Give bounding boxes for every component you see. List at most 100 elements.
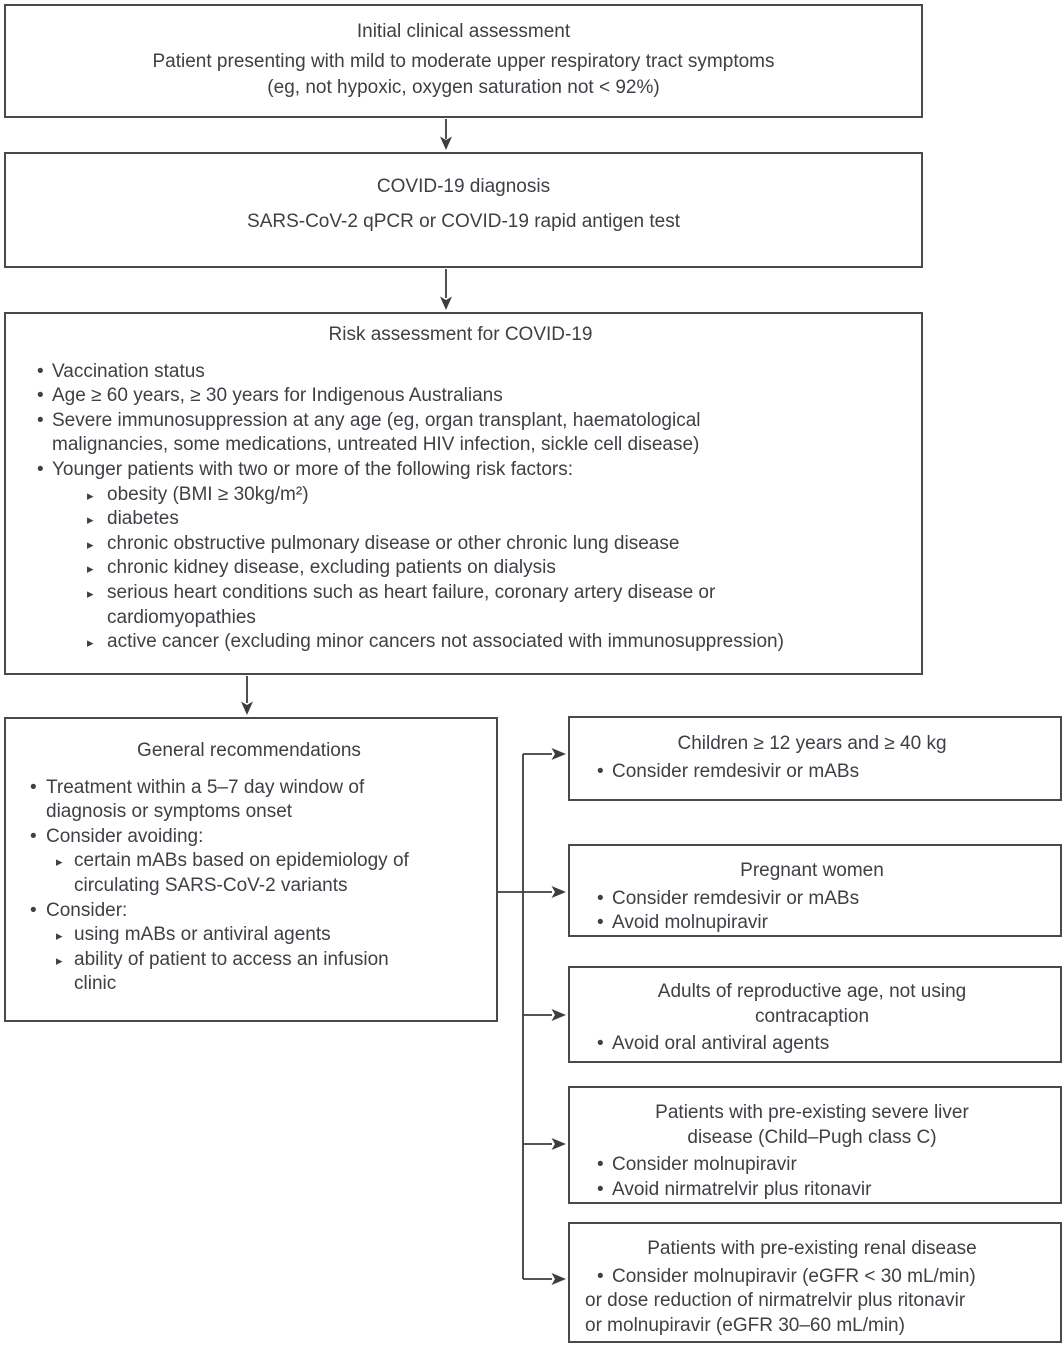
bullet-icon: • (597, 1154, 604, 1175)
general-recommendation-line: • Treatment within a 5–7 day window of (6, 776, 492, 801)
line-text: Vaccination status (52, 360, 205, 382)
line-text: Younger patients with two or more of the… (52, 458, 573, 480)
initial-assessment-line: (eg, not hypoxic, oxygen saturation not … (267, 77, 660, 98)
line-text: Consider remdesivir or mABs (612, 887, 860, 909)
line-text: Treatment within a 5–7 day window of (46, 776, 365, 798)
bullet-icon: • (37, 409, 44, 431)
triangle-bullet-icon: ▸ (56, 928, 63, 944)
risk-assessment-line: Risk assessment for COVID-19 (328, 324, 593, 345)
general-recommendation-line: • Consider avoiding: (6, 825, 492, 850)
pregnant-women-line: Pregnant women (740, 860, 884, 881)
line-text: Consider molnupiravir (612, 1154, 797, 1175)
covid-diagnosis-line: SARS-CoV-2 qPCR or COVID-19 rapid antige… (247, 211, 680, 232)
general-recommendation-line: ▸ using mABs or antiviral agents (6, 923, 492, 948)
bullet-icon: • (597, 912, 604, 933)
line-text: Consider: (46, 899, 128, 921)
liver-disease-box: Patients with pre-existing severe liver d… (568, 1086, 1062, 1204)
line-text: obesity (BMI ≥ 30kg/m²) (107, 483, 309, 505)
renal-disease-line: or molnupiravir (eGFR 30–60 mL/min) (585, 1314, 905, 1336)
reproductive-adults-line: Adults of reproductive age, not using (657, 981, 967, 1002)
general-recommendation-line: diagnosis or symptoms onset (46, 801, 293, 823)
bullet-icon: • (30, 776, 37, 798)
risk-assessment-line: cardiomyopathies (107, 606, 256, 628)
line-text: Consider remdesivir or mABs (612, 760, 860, 782)
triangle-bullet-icon: ▸ (87, 487, 94, 503)
reproductive-adults-box: Adults of reproductive age, not using con… (568, 966, 1062, 1063)
arrow-down-icon (241, 701, 253, 715)
risk-assessment-line: •Younger patients with two or more of th… (6, 458, 915, 483)
line-text: Consider molnupiravir (eGFR < 30 mL/min) (612, 1265, 976, 1287)
general-recommendations-box: General recommendations • Treatment within… (4, 717, 498, 1022)
bullet-icon: • (597, 1033, 604, 1054)
reproductive-adults-line: • Avoid oral antiviral agents (570, 1032, 1054, 1057)
line-text: active cancer (excluding minor cancers n… (107, 631, 784, 653)
triangle-bullet-icon: ▸ (87, 561, 94, 577)
risk-assessment-line: ▸ active cancer (excluding minor cancers … (6, 630, 915, 655)
general-recommendation-line: General recommendations (137, 740, 361, 761)
triangle-bullet-icon: ▸ (56, 952, 63, 968)
line-text: certain mABs based on epidemiology of (74, 850, 409, 872)
renal-disease-box: Patients with pre-existing renal disease… (568, 1222, 1062, 1343)
renal-disease-line: Patients with pre-existing renal disease (647, 1238, 977, 1259)
triangle-bullet-icon: ▸ (56, 854, 63, 870)
bullet-icon: • (37, 385, 44, 407)
arrow-right-icon (551, 1009, 566, 1021)
triangle-bullet-icon: ▸ (87, 536, 94, 552)
pregnant-women-line: •Avoid molnupiravir (570, 911, 1054, 936)
line-text: chronic kidney disease, excluding patien… (107, 557, 556, 579)
risk-assessment-line: malignancies, some medications, untreate… (52, 434, 700, 456)
arrow-down-icon (440, 296, 452, 310)
liver-disease-line: • Avoid nirmatrelvir plus ritonavir (570, 1178, 1054, 1203)
children-line: Children ≥ 12 years and ≥ 40 kg (677, 733, 947, 754)
pregnant-women-line: •Consider remdesivir or mABs (570, 887, 1054, 912)
risk-assessment-line: ▸ serious heart conditions such as heart … (6, 581, 915, 606)
arrow-right-icon (551, 886, 566, 898)
arrow-right-icon (551, 1138, 566, 1150)
renal-disease-line: •Consider molnupiravir (eGFR < 30 mL/min… (570, 1265, 1054, 1290)
pregnant-women-box: Pregnant women•Consider remdesivir or mA… (568, 844, 1062, 937)
line-text: Age ≥ 60 years, ≥ 30 years for Indigenou… (52, 385, 503, 407)
initial-assessment-line: Patient presenting with mild to moderate… (152, 51, 775, 72)
bullet-icon: • (30, 899, 37, 921)
liver-disease-line: disease (Child–Pugh class C) (687, 1126, 937, 1148)
line-text: using mABs or antiviral agents (74, 924, 331, 946)
risk-assessment-line: • Vaccination status (6, 360, 915, 385)
liver-disease-line: Patients with pre-existing severe liver (655, 1102, 969, 1123)
risk-assessment-line: ▸ obesity (BMI ≥ 30kg/m²) (6, 483, 915, 508)
bullet-icon: • (37, 360, 44, 382)
risk-assessment-line: • Age ≥ 60 years, ≥ 30 years for Indigeno… (6, 384, 915, 409)
initial-assessment-line: Initial clinical assessment (356, 21, 571, 42)
triangle-bullet-icon: ▸ (87, 635, 94, 651)
risk-assessment-line: ▸ chronic kidney disease, excluding patie… (6, 556, 915, 581)
line-text: chronic obstructive pulmonary disease or… (107, 532, 680, 554)
line-text: ability of patient to access an infusion (74, 948, 389, 970)
children-line: •Consider remdesivir or mABs (570, 760, 1054, 785)
arrow-down-icon (440, 136, 452, 150)
general-recommendation-line: ▸ ability of patient to access an infusio… (6, 948, 492, 973)
liver-disease-line: • Consider molnupiravir (570, 1153, 1054, 1178)
line-text: serious heart conditions such as heart f… (107, 581, 716, 603)
line-text: Avoid oral antiviral agents (612, 1033, 830, 1054)
general-recommendation-line: circulating SARS-CoV-2 variants (74, 874, 348, 896)
general-recommendation-line: • Consider: (6, 899, 492, 924)
triangle-bullet-icon: ▸ (87, 585, 94, 601)
triangle-bullet-icon: ▸ (87, 512, 94, 528)
bullet-icon: • (30, 825, 37, 847)
bullet-icon: • (597, 1178, 604, 1200)
general-recommendation-line: clinic (74, 973, 117, 995)
arrow-right-icon (551, 1273, 566, 1285)
line-text: Consider avoiding: (46, 825, 204, 847)
line-text: diabetes (107, 508, 179, 530)
covid-diagnosis-line: COVID-19 diagnosis (376, 176, 551, 197)
reproductive-adults-line: contracaption (754, 1005, 870, 1027)
risk-assessment-box: Risk assessment for COVID-19 • Vaccination… (4, 312, 923, 675)
risk-assessment-line: ▸ diabetes (6, 507, 915, 532)
risk-assessment-line: •Severe immunosuppression at any age (eg… (6, 409, 915, 434)
line-text: Avoid nirmatrelvir plus ritonavir (612, 1178, 872, 1200)
risk-assessment-line: ▸ chronic obstructive pulmonary disease o… (6, 532, 915, 557)
renal-disease-line: or dose reduction of nirmatrelvir plus r… (585, 1290, 966, 1311)
general-recommendation-line: ▸ certain mABs based on epidemiology of (6, 849, 492, 874)
